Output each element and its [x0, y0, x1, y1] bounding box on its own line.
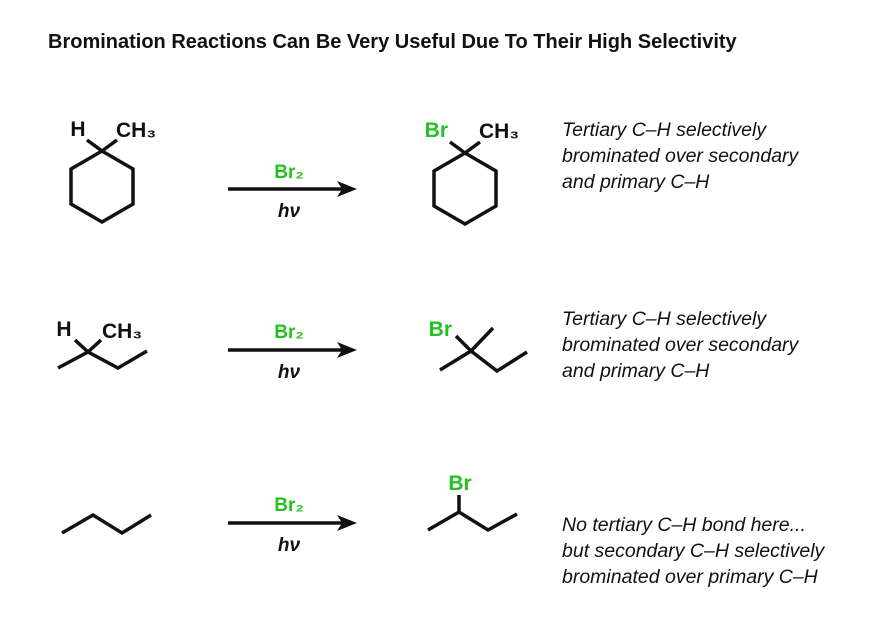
note-line: but secondary C–H selectively: [562, 540, 825, 562]
methylbutane-structure: H CH₃: [56, 318, 148, 371]
c-ch3-bond: [100, 138, 119, 153]
reaction-arrow-2: Br₂ hν: [228, 322, 357, 383]
c-br-bond: [454, 334, 473, 353]
methyl-label: CH₃: [479, 120, 519, 143]
note-row-1: Tertiary C–H selectively brominated over…: [562, 117, 872, 195]
reaction-row-3: Br₂ hν Br: [61, 472, 518, 556]
c-ch3-bond: [463, 140, 482, 155]
methyl-label: CH₃: [102, 320, 142, 343]
note-row-3: No tertiary C–H bond here... but seconda…: [562, 512, 872, 590]
butane-structure: [61, 512, 152, 536]
hydrogen-label: H: [56, 318, 71, 341]
note-line: and primary C–H: [562, 171, 710, 193]
reagent-label: Br₂: [274, 162, 304, 183]
methylcyclohexane-structure: H CH₃: [69, 118, 156, 225]
bromine-label: Br: [429, 318, 452, 341]
carbon-skeleton: [469, 349, 528, 374]
hydrogen-label: H: [70, 118, 85, 141]
note-line: and primary C–H: [562, 360, 710, 382]
c-h-bond: [73, 338, 90, 354]
bromine-label: Br: [448, 472, 471, 495]
c-h-bond: [85, 138, 104, 153]
note-line: Tertiary C–H selectively: [562, 308, 767, 330]
bromine-label: Br: [425, 119, 448, 142]
arrow-head-icon: [337, 515, 357, 531]
note-line: brominated over primary C–H: [562, 566, 818, 588]
c-ch3-bond: [86, 338, 103, 354]
bromobutane-structure: Br: [427, 472, 518, 533]
reagent-label: Br₂: [274, 322, 304, 343]
methyl-bond-up: [469, 326, 495, 353]
reaction-arrow-3: Br₂ hν: [228, 495, 357, 556]
carbon-skeleton: [427, 509, 518, 533]
cyclohexane-ring: [69, 148, 135, 225]
note-line: brominated over secondary: [562, 145, 799, 167]
carbon-skeleton: [57, 349, 148, 371]
methyl-label: CH₃: [116, 119, 156, 142]
arrow-head-icon: [337, 342, 357, 358]
bromomethylcyclohexane-structure: Br CH₃: [425, 119, 519, 227]
light-label: hν: [278, 535, 301, 556]
arrow-head-icon: [337, 181, 357, 197]
page-title: Bromination Reactions Can Be Very Useful…: [48, 31, 737, 53]
carbon-skeleton: [61, 512, 152, 536]
bromomethylbutane-structure: Br: [429, 318, 528, 374]
light-label: hν: [278, 362, 301, 383]
reaction-row-2: H CH₃ Br₂ hν Br: [56, 318, 528, 383]
reagent-label: Br₂: [274, 495, 304, 516]
light-label: hν: [278, 201, 301, 222]
note-row-2: Tertiary C–H selectively brominated over…: [562, 306, 872, 384]
note-line: Tertiary C–H selectively: [562, 119, 767, 141]
note-line: No tertiary C–H bond here...: [562, 514, 806, 536]
cyclohexane-ring: [432, 150, 498, 227]
reaction-arrow-1: Br₂ hν: [228, 162, 357, 222]
note-line: brominated over secondary: [562, 334, 799, 356]
methyl-bond-down: [439, 349, 472, 372]
c-br-bond: [448, 140, 467, 155]
reaction-row-1: H CH₃ Br₂ hν Br CH₃: [69, 118, 519, 227]
